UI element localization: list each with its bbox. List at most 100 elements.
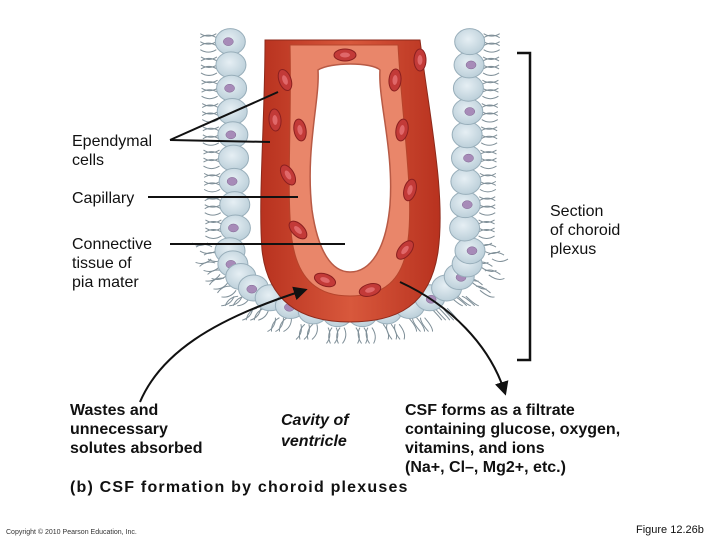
- cilium: [371, 327, 376, 344]
- cilium: [200, 57, 218, 62]
- rbc-highlight: [294, 226, 302, 234]
- cilium: [200, 42, 217, 47]
- cilium: [482, 95, 499, 100]
- cilium: [298, 323, 306, 340]
- rbc-highlight: [284, 170, 292, 180]
- label-line: solutes absorbed: [70, 440, 203, 457]
- cilium: [203, 165, 220, 170]
- cilium: [203, 149, 220, 154]
- label-line: tissue of: [72, 255, 132, 272]
- cilium: [200, 72, 218, 76]
- cilium: [355, 327, 360, 344]
- rbc-highlight: [320, 277, 330, 283]
- rbc-highlight: [399, 125, 405, 135]
- ependymal-cell: [454, 28, 486, 56]
- cilium: [199, 261, 216, 267]
- label-section-of-choroid-plexus: Section of choroid plexus: [550, 202, 620, 259]
- pia-core: [309, 63, 392, 273]
- cilium: [398, 323, 406, 340]
- cilium: [461, 295, 476, 307]
- cilium: [205, 235, 222, 239]
- ependymal-leader-1: [169, 91, 279, 141]
- label-line: ventricle: [281, 433, 347, 450]
- cilium: [408, 317, 418, 332]
- cell-nucleus: [463, 153, 474, 163]
- cilium: [201, 81, 218, 85]
- cilium: [438, 307, 451, 321]
- cilium: [200, 49, 217, 53]
- cilium: [480, 149, 497, 154]
- cilium: [205, 219, 222, 223]
- cilium: [267, 317, 276, 333]
- cilium: [224, 295, 239, 306]
- cilium: [482, 57, 500, 62]
- label-connective-tissue: Connective tissue of pia mater: [72, 235, 152, 292]
- label-csf-forms: CSF forms as a filtrate containing gluco…: [405, 401, 620, 477]
- cell-nucleus: [223, 37, 234, 46]
- cilium: [336, 327, 341, 344]
- cilium: [478, 235, 495, 239]
- cilium: [202, 126, 220, 130]
- label-line: of choroid: [550, 222, 621, 239]
- cilium: [491, 258, 509, 262]
- cilium: [480, 127, 498, 132]
- cilium: [334, 327, 339, 344]
- label-line: Ependymal: [72, 133, 153, 150]
- cilium: [205, 228, 222, 233]
- cilium: [480, 142, 498, 146]
- cilium: [209, 277, 225, 286]
- cilium: [201, 89, 218, 93]
- cilium: [201, 104, 219, 108]
- label-line: unnecessary: [70, 421, 168, 438]
- cilium: [203, 182, 221, 186]
- rbc-highlight: [272, 115, 278, 125]
- red-blood-cells: [268, 48, 427, 297]
- cilium: [482, 56, 500, 60]
- cilium: [204, 205, 222, 210]
- cilium: [465, 295, 479, 307]
- cilium: [202, 135, 220, 140]
- cilium: [201, 79, 218, 84]
- cilium: [482, 89, 499, 93]
- cell-nucleus: [246, 284, 258, 294]
- ependymal-cell: [215, 51, 247, 79]
- label-line: CSF forms as a filtrate: [405, 402, 575, 419]
- figure-number: Figure 12.26b: [636, 524, 704, 536]
- cilium: [479, 289, 495, 298]
- label-line: cells: [72, 152, 105, 169]
- cilium: [457, 295, 471, 307]
- cilium: [311, 324, 318, 340]
- cilium: [478, 219, 495, 223]
- cilium: [487, 251, 505, 256]
- cilium: [481, 103, 499, 107]
- cilium: [478, 228, 495, 233]
- cell-nucleus: [225, 130, 237, 140]
- cilium: [483, 34, 500, 39]
- label-wastes-absorbed: Wastes and unnecessary solutes absorbed: [70, 401, 202, 458]
- cilium: [204, 197, 222, 202]
- cell-nucleus: [228, 223, 239, 233]
- cilium: [342, 327, 347, 344]
- cilium: [478, 220, 495, 225]
- rbc-highlight: [365, 287, 375, 293]
- cilium: [270, 317, 280, 332]
- cilium: [480, 165, 497, 170]
- cilium: [386, 324, 393, 340]
- cilium: [205, 274, 221, 282]
- cilium: [480, 159, 497, 163]
- cilium: [481, 104, 499, 108]
- cilium: [200, 34, 217, 39]
- cilium: [478, 205, 496, 210]
- cilium: [479, 172, 497, 177]
- cilium: [283, 317, 292, 333]
- cilium: [478, 196, 496, 200]
- cilium: [203, 188, 221, 193]
- label-line: Capillary: [72, 190, 135, 207]
- rbc-highlight: [401, 245, 409, 255]
- label-capillary: Capillary: [72, 189, 134, 208]
- cilium: [202, 127, 220, 132]
- cilium: [365, 327, 370, 344]
- cilium: [357, 327, 362, 344]
- cilium: [424, 317, 434, 332]
